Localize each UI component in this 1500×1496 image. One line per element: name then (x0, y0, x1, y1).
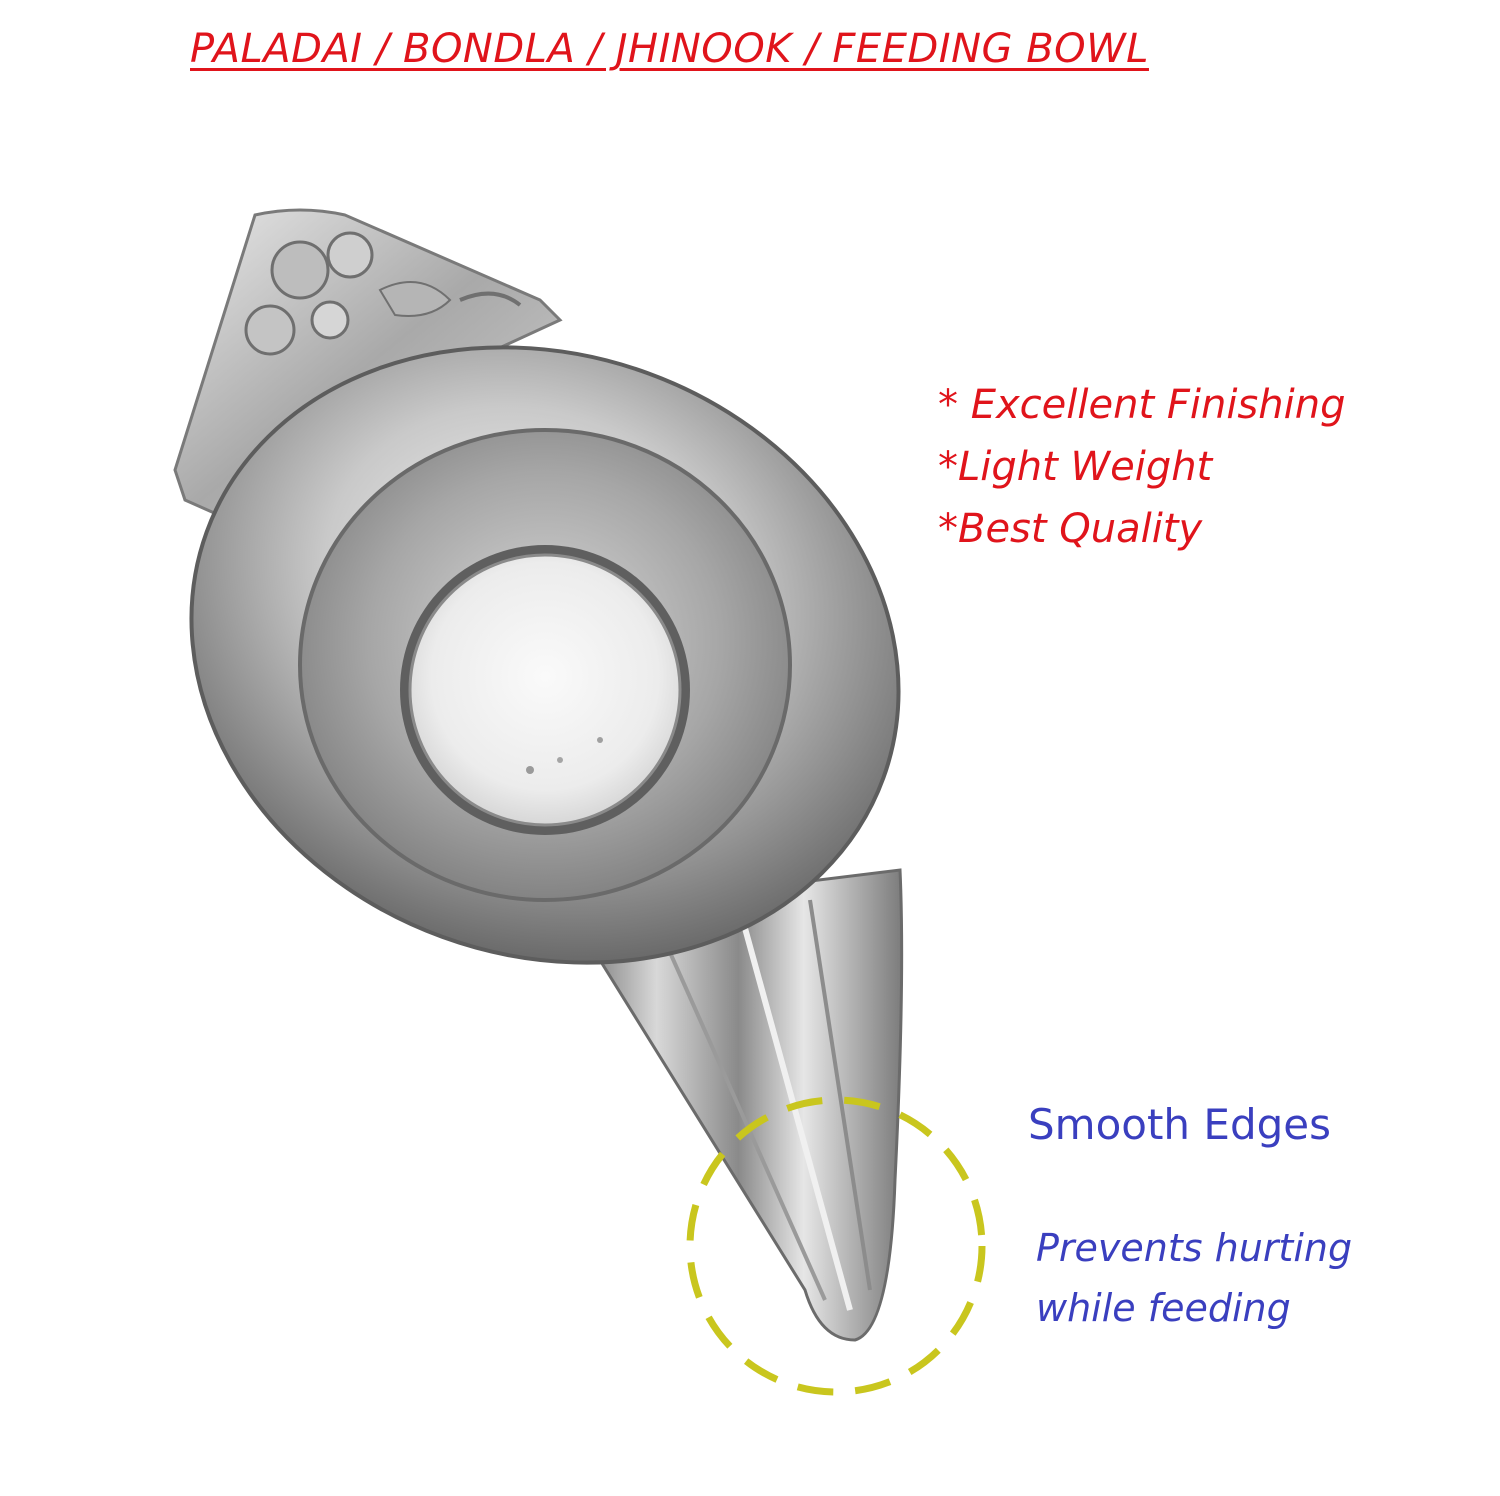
feature-list: * Excellent Finishing *Light Weight *Bes… (938, 374, 1458, 560)
callout-description-line: Prevents hurting (1036, 1226, 1353, 1270)
callout-description-line: while feeding (1036, 1286, 1291, 1330)
page-title: PALADAI / BONDLA / JHINOOK / FEEDING BOW… (190, 26, 1149, 72)
feature-item: * Excellent Finishing (938, 382, 1346, 428)
callout-description: Prevents hurting while feeding (1036, 1218, 1352, 1338)
callout-heading: Smooth Edges (1028, 1100, 1331, 1149)
feature-item: *Best Quality (938, 506, 1203, 552)
feature-item: *Light Weight (938, 444, 1213, 490)
dashed-circle-highlight (686, 1096, 986, 1396)
